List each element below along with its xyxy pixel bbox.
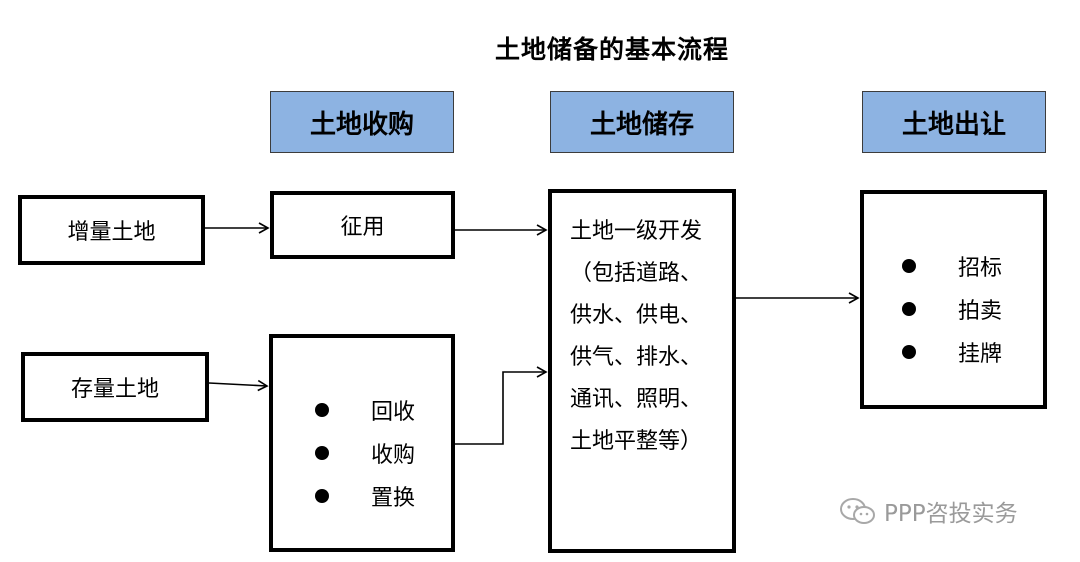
- box-transfer-methods: 招标 拍卖 挂牌: [860, 190, 1047, 409]
- existing-land-label: 存量土地: [70, 377, 159, 402]
- wechat-logo-icon: [840, 498, 875, 524]
- box-incremental-land: 增量土地: [18, 195, 205, 265]
- bullet-dot-icon: [902, 344, 916, 359]
- arrow-existing-to-acquisition: [208, 379, 269, 392]
- transfer-methods-list: 招标 拍卖 挂牌: [902, 244, 1002, 373]
- bullet-dot-icon: [315, 445, 329, 460]
- bullet-dot-icon: [315, 402, 329, 417]
- list-item: 回收: [315, 388, 415, 431]
- list-item: 挂牌: [902, 330, 1002, 373]
- box-expropriation: 征用: [270, 191, 455, 259]
- box-land-storage: 土地一级开发（包括道路、供水、供电、供气、排水、通讯、照明、土地平整等）: [548, 189, 736, 553]
- bullet-dot-icon: [902, 301, 916, 316]
- acquisition-methods-list: 回收 收购 置换: [315, 388, 415, 517]
- header-land-transfer: 土地出让: [862, 91, 1046, 153]
- storage-description: 土地一级开发（包括道路、供水、供电、供气、排水、通讯、照明、土地平整等）: [570, 219, 703, 454]
- diagram-title: 土地储备的基本流程: [494, 35, 729, 64]
- list-item: 收购: [315, 431, 415, 474]
- watermark-text: PPP咨投实务: [884, 501, 1018, 527]
- list-item: 拍卖: [902, 287, 1002, 330]
- watermark: PPP咨投实务: [838, 494, 1018, 528]
- box-acquisition-methods: 回收 收购 置换: [269, 334, 455, 552]
- list-item: 置换: [315, 474, 415, 517]
- header-land-storage: 土地储存: [550, 91, 734, 153]
- arrow-acquisition-to-storage: [455, 366, 548, 445]
- bullet-dot-icon: [902, 258, 916, 273]
- header-land-acquisition: 土地收购: [270, 91, 454, 153]
- expropriation-label: 征用: [340, 215, 385, 240]
- incremental-land-label: 增量土地: [67, 220, 156, 245]
- bullet-dot-icon: [315, 488, 329, 503]
- box-existing-land: 存量土地: [21, 352, 209, 422]
- list-item: 招标: [902, 244, 1002, 287]
